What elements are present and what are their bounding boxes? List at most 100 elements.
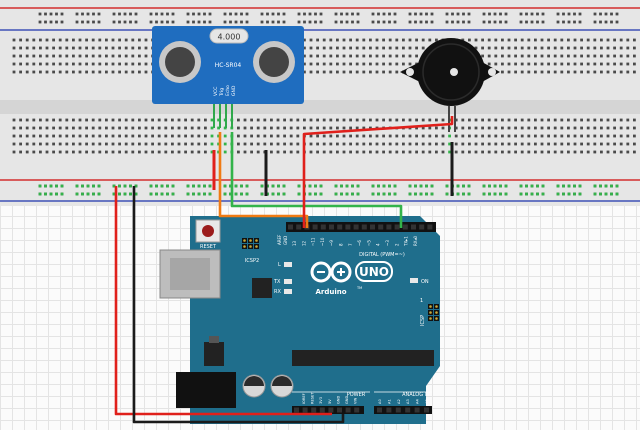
- breadboard-hole: [541, 12, 545, 16]
- breadboard-hole: [309, 126, 313, 130]
- breadboard-hole: [72, 118, 75, 122]
- breadboard-rail-hole-connected: [556, 184, 560, 188]
- breadboard-hole: [514, 62, 517, 66]
- breadboard-hole: [204, 150, 207, 154]
- breadboard-hole: [586, 70, 590, 74]
- breadboard-hole: [19, 46, 22, 50]
- breadboard-hole: [329, 126, 333, 130]
- breadboard-hole: [52, 70, 55, 74]
- breadboard-hole: [375, 62, 379, 66]
- breadboard-hole: [626, 118, 630, 122]
- breadboard-hole: [223, 12, 227, 16]
- breadboard-hole: [234, 20, 238, 24]
- breadboard-hole: [65, 150, 69, 154]
- breadboard-rail-hole-connected: [388, 184, 391, 188]
- breadboard-hole: [118, 150, 121, 154]
- breadboard-hole: [474, 126, 478, 130]
- breadboard-hole: [560, 118, 564, 122]
- breadboard-hole: [488, 12, 491, 16]
- breadboard-hole: [171, 12, 175, 16]
- breadboard-hole: [362, 38, 366, 42]
- breadboard-hole: [345, 12, 349, 16]
- breadboard-hole: [270, 150, 273, 154]
- breadboard-hole: [567, 118, 570, 122]
- breadboard-hole: [45, 142, 49, 146]
- breadboard-hole: [578, 20, 582, 24]
- breadboard-hole: [586, 126, 590, 130]
- breadboard-hole: [600, 118, 603, 122]
- breadboard-hole: [277, 12, 280, 16]
- breadboard-hole: [271, 20, 275, 24]
- breadboard-hole: [520, 46, 524, 50]
- breadboard-hole: [223, 20, 227, 24]
- breadboard-hole: [573, 150, 577, 154]
- breadboard-hole: [314, 12, 317, 16]
- breadboard-rail-hole-connected: [345, 184, 349, 188]
- breadboard-hole: [573, 118, 577, 122]
- breadboard-hole: [282, 12, 286, 16]
- breadboard-rail-hole-connected: [351, 184, 354, 188]
- breadboard-hole: [593, 38, 597, 42]
- breadboard-hole: [60, 12, 64, 16]
- breadboard-hole: [402, 46, 405, 50]
- breadboard-hole: [58, 150, 62, 154]
- breadboard-hole: [369, 150, 372, 154]
- breadboard-hole: [504, 20, 508, 24]
- breadboard-hole: [39, 38, 42, 42]
- breadboard-hole: [243, 118, 247, 122]
- buzzer-ring: [422, 43, 480, 101]
- breadboard-hole: [124, 142, 128, 146]
- breadboard-hole: [610, 20, 613, 24]
- breadboard-holes: [12, 12, 636, 196]
- breadboard-hole: [415, 38, 418, 42]
- breadboard-rail-hole-connected: [86, 192, 90, 196]
- breadboard-hole: [573, 20, 576, 24]
- breadboard-hole: [342, 70, 346, 74]
- icsp2-pin-plating: [255, 239, 258, 242]
- breadboard-hole: [39, 70, 42, 74]
- analog-socket: [395, 407, 401, 413]
- led-rx-label: RX: [274, 289, 281, 295]
- breadboard-hole: [329, 134, 333, 138]
- breadboard-hole: [203, 12, 206, 16]
- breadboard-hole: [72, 142, 75, 146]
- breadboard-hole: [49, 12, 53, 16]
- breadboard-hole: [118, 134, 121, 138]
- breadboard-hole: [527, 38, 531, 42]
- breadboard-hole: [593, 62, 597, 66]
- breadboard-hole: [78, 142, 82, 146]
- breadboard-hole: [613, 54, 616, 58]
- analog-socket: [414, 407, 420, 413]
- breadboard-hole: [580, 142, 583, 146]
- breadboard-hole: [553, 142, 557, 146]
- breadboard-hole: [441, 118, 445, 122]
- breadboard-hole: [78, 46, 82, 50]
- breadboard-hole: [534, 46, 537, 50]
- breadboard-hole: [435, 118, 438, 122]
- breadboard-rail-hole-connected: [192, 184, 195, 188]
- breadboard-hole: [245, 20, 249, 24]
- breadboard-hole: [340, 20, 343, 24]
- breadboard-hole: [428, 150, 432, 154]
- breadboard-hole: [540, 70, 544, 74]
- breadboard-hole: [553, 70, 557, 74]
- breadboard-hole: [316, 134, 319, 138]
- breadboard-hole: [421, 142, 425, 146]
- breadboard-hole: [527, 134, 531, 138]
- breadboard-hole: [540, 38, 544, 42]
- breadboard-hole: [208, 12, 212, 16]
- reset-button-cap[interactable]: [202, 225, 214, 237]
- breadboard-hole: [482, 20, 486, 24]
- breadboard-hole: [474, 142, 478, 146]
- breadboard-hole: [166, 20, 169, 24]
- breadboard-hole: [197, 12, 201, 16]
- breadboard-hole: [349, 134, 352, 138]
- digital-socket: [411, 224, 416, 230]
- icsp-pin-plating: [435, 311, 438, 314]
- breadboard-hole: [151, 150, 154, 154]
- digital-pin-label: 7: [348, 243, 353, 246]
- breadboard-rail-hole-connected: [49, 192, 53, 196]
- breadboard-hole: [633, 70, 636, 74]
- breadboard-hole: [619, 150, 623, 154]
- led-tx-label: TX: [273, 279, 281, 285]
